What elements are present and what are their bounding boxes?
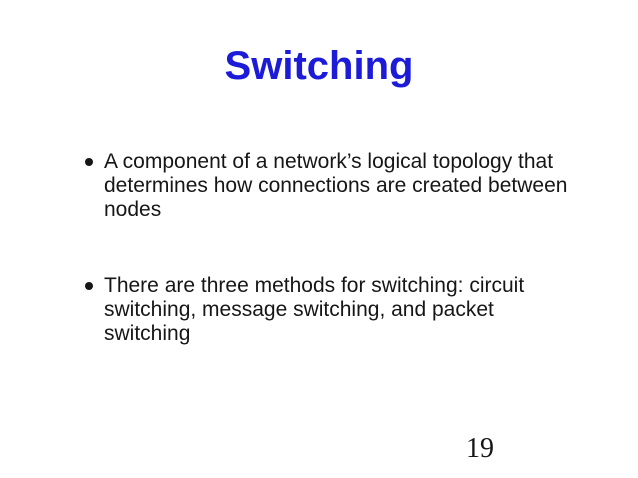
- bullet-1-line-1: A component of a network’s logical topol…: [104, 150, 554, 173]
- bullet-2-line-2: switching, message switching, and packet: [104, 298, 494, 321]
- bullet-icon: [85, 158, 93, 166]
- bullet-2-line-3: switching: [104, 322, 191, 345]
- page-number: 19: [466, 433, 494, 464]
- bullet-2-line-1: There are three methods for switching: c…: [104, 274, 525, 297]
- bullet-1-line-2: determines how connections are created b…: [104, 174, 568, 197]
- slide-title: Switching: [224, 44, 414, 88]
- bullet-list: A component of a network’s logical topol…: [85, 150, 585, 346]
- bullet-item-1: A component of a network’s logical topol…: [85, 150, 585, 222]
- bullet-1-line-3: nodes: [104, 198, 162, 221]
- bullet-icon: [85, 282, 93, 290]
- bullet-item-2: There are three methods for switching: c…: [85, 274, 585, 346]
